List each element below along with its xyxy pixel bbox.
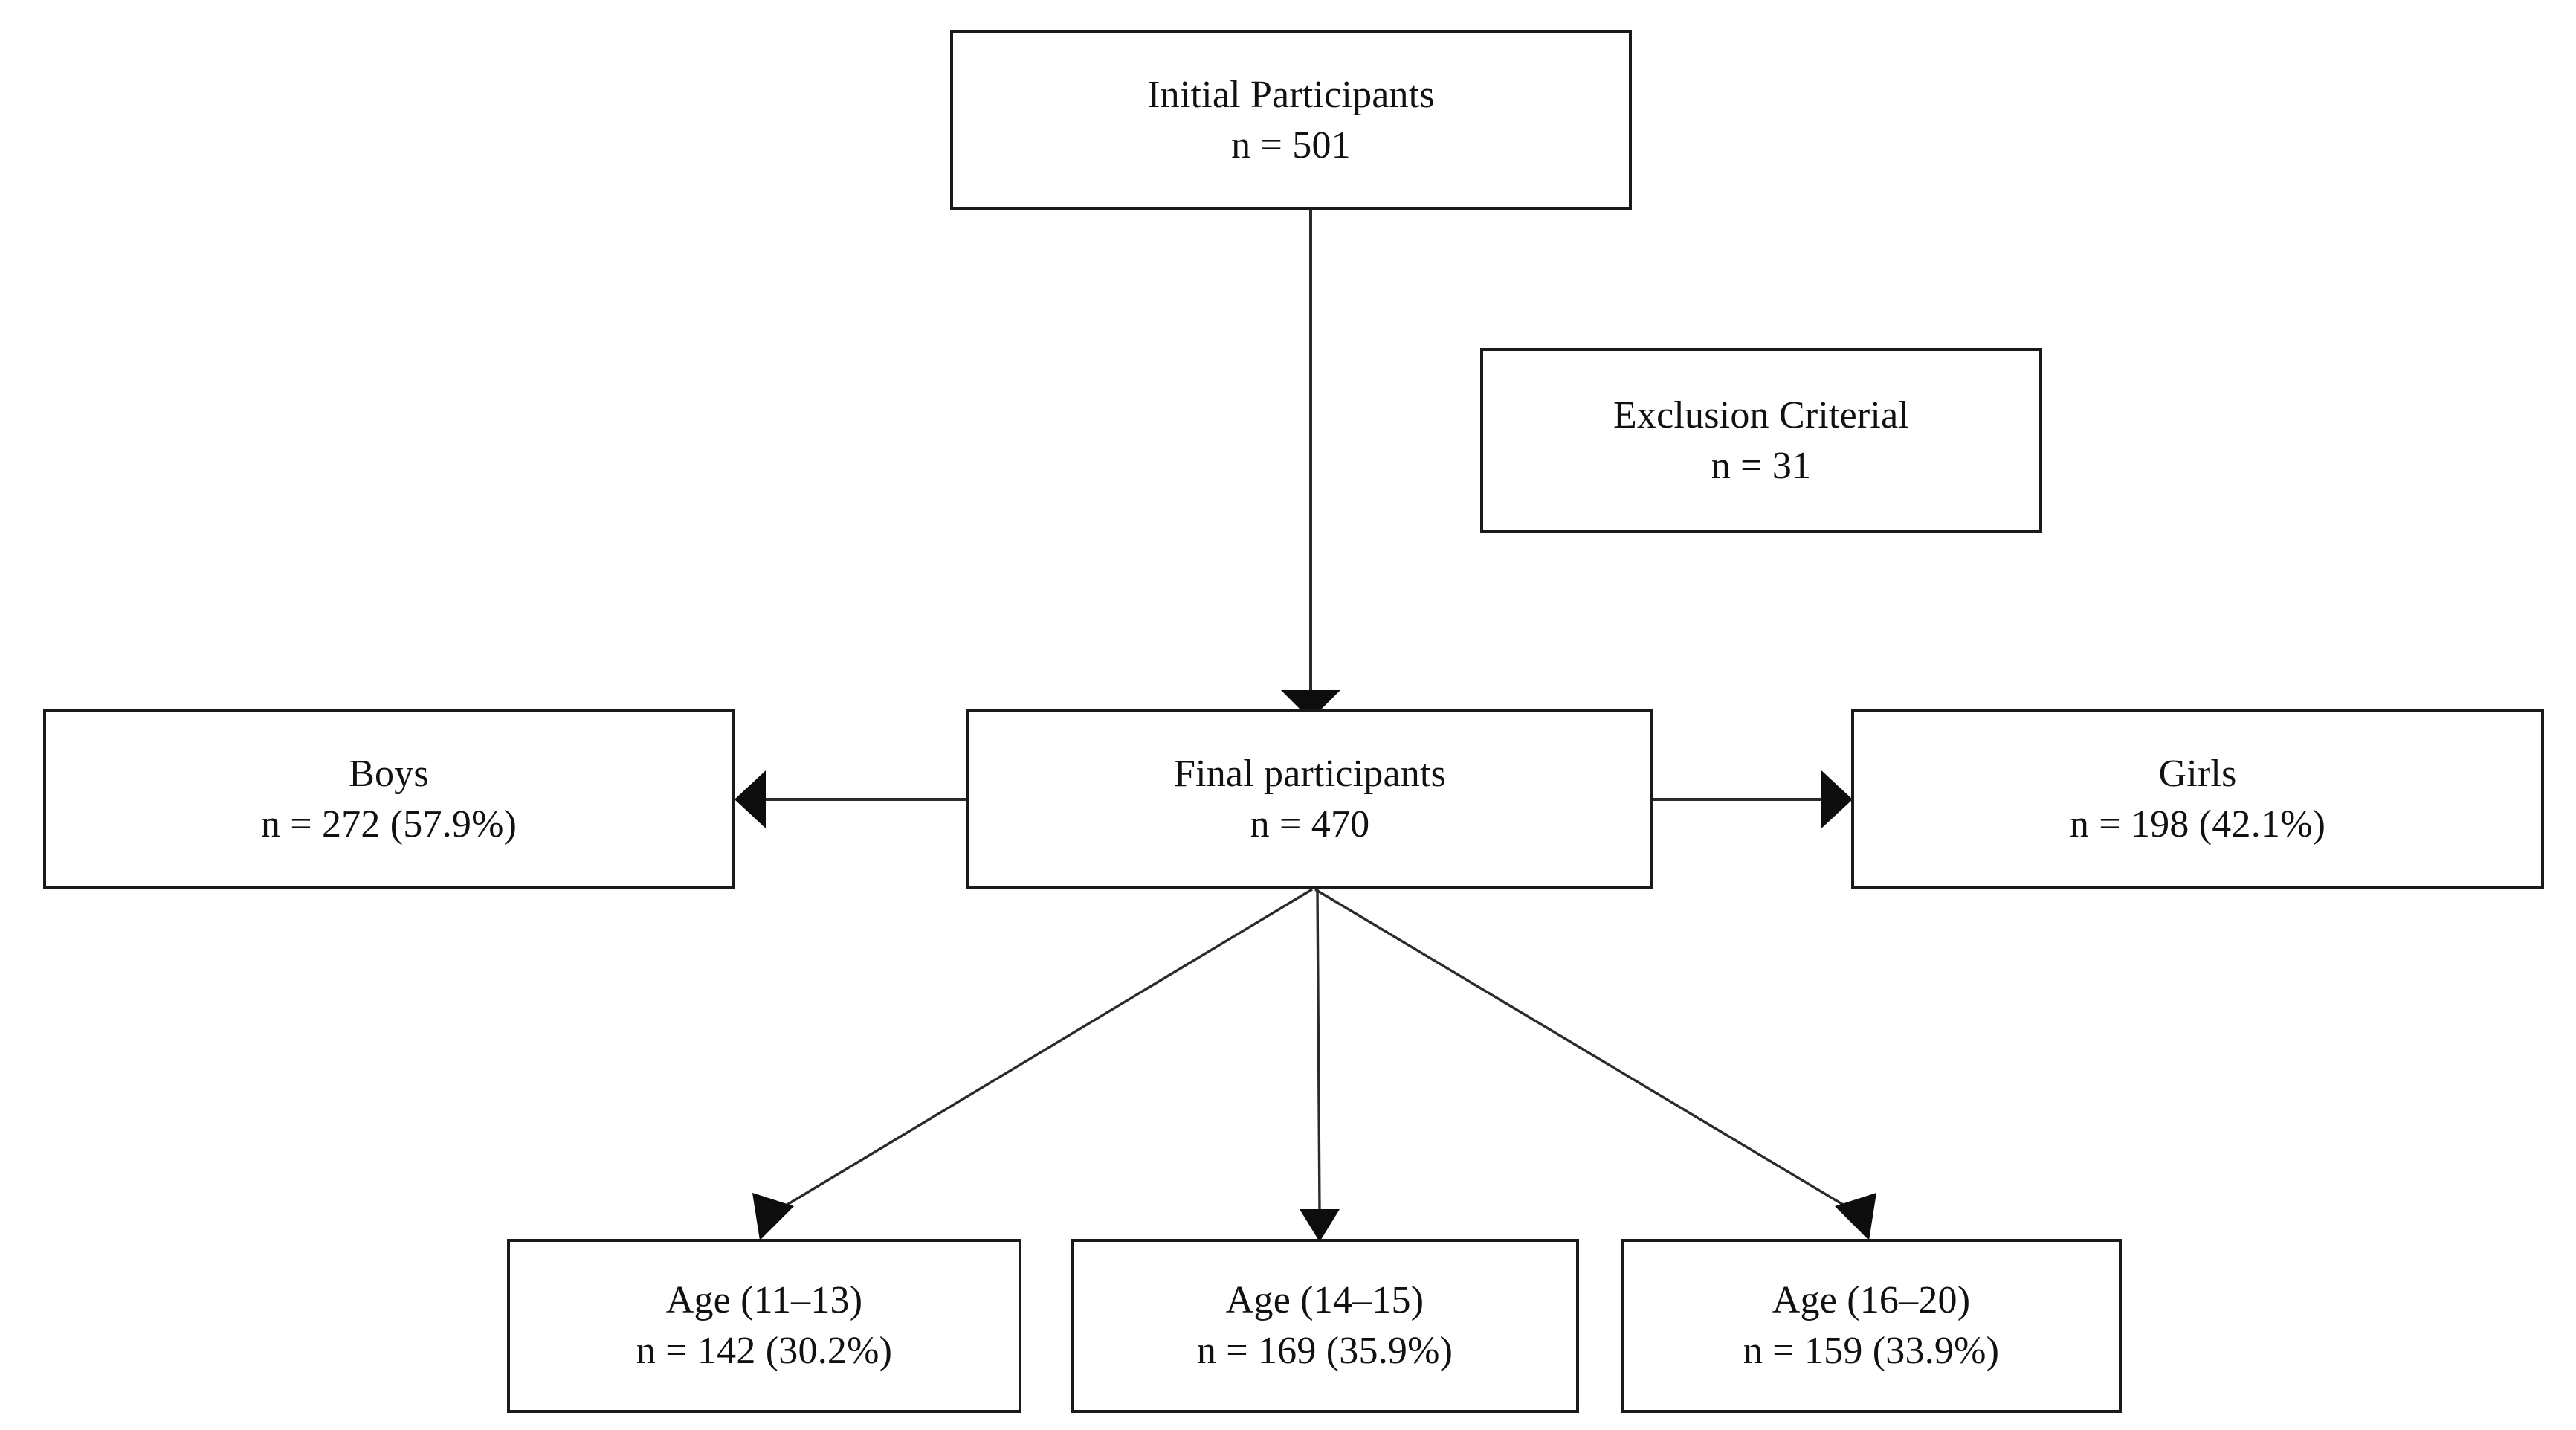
node-exclusion-criterial[interactable]: Exclusion Criterial n = 31 bbox=[1480, 348, 2042, 533]
node-girls-title: Girls bbox=[2158, 752, 2237, 795]
node-age-11-13[interactable]: Age (11–13) n = 142 (30.2%) bbox=[507, 1239, 1021, 1413]
edge-final-to-girls bbox=[1653, 770, 1853, 828]
node-girls[interactable]: Girls n = 198 (42.1%) bbox=[1851, 709, 2544, 889]
edge-final-to-age2 bbox=[1300, 889, 1340, 1242]
node-age-14-15-title: Age (14–15) bbox=[1225, 1279, 1424, 1322]
node-final-participants-count: n = 470 bbox=[1250, 802, 1370, 846]
node-final-participants[interactable]: Final participants n = 470 bbox=[966, 709, 1653, 889]
node-initial-participants-count: n = 501 bbox=[1231, 123, 1351, 167]
node-age-14-15-count: n = 169 (35.9%) bbox=[1196, 1330, 1453, 1372]
node-age-16-20-count: n = 159 (33.9%) bbox=[1743, 1330, 2000, 1372]
node-final-participants-title: Final participants bbox=[1173, 752, 1447, 795]
node-girls-count: n = 198 (42.1%) bbox=[2069, 802, 2326, 846]
node-initial-participants-title: Initial Participants bbox=[1147, 73, 1435, 116]
edge-final-to-age1 bbox=[752, 888, 1313, 1240]
node-exclusion-criterial-count: n = 31 bbox=[1711, 444, 1812, 487]
node-initial-participants[interactable]: Initial Participants n = 501 bbox=[950, 30, 1632, 210]
node-age-11-13-title: Age (11–13) bbox=[665, 1279, 863, 1322]
node-age-16-20[interactable]: Age (16–20) n = 159 (33.9%) bbox=[1621, 1239, 2122, 1413]
node-age-16-20-title: Age (16–20) bbox=[1772, 1279, 1971, 1322]
edge-initial-to-final bbox=[1281, 210, 1340, 720]
edge-final-to-boys bbox=[735, 770, 966, 828]
node-age-11-13-count: n = 142 (30.2%) bbox=[636, 1330, 893, 1372]
edge-final-to-age3 bbox=[1314, 888, 1876, 1240]
node-exclusion-criterial-title: Exclusion Criterial bbox=[1613, 393, 1910, 437]
node-boys[interactable]: Boys n = 272 (57.9%) bbox=[43, 709, 735, 889]
node-boys-title: Boys bbox=[349, 752, 429, 795]
node-age-14-15[interactable]: Age (14–15) n = 169 (35.9%) bbox=[1071, 1239, 1579, 1413]
node-boys-count: n = 272 (57.9%) bbox=[260, 802, 517, 846]
